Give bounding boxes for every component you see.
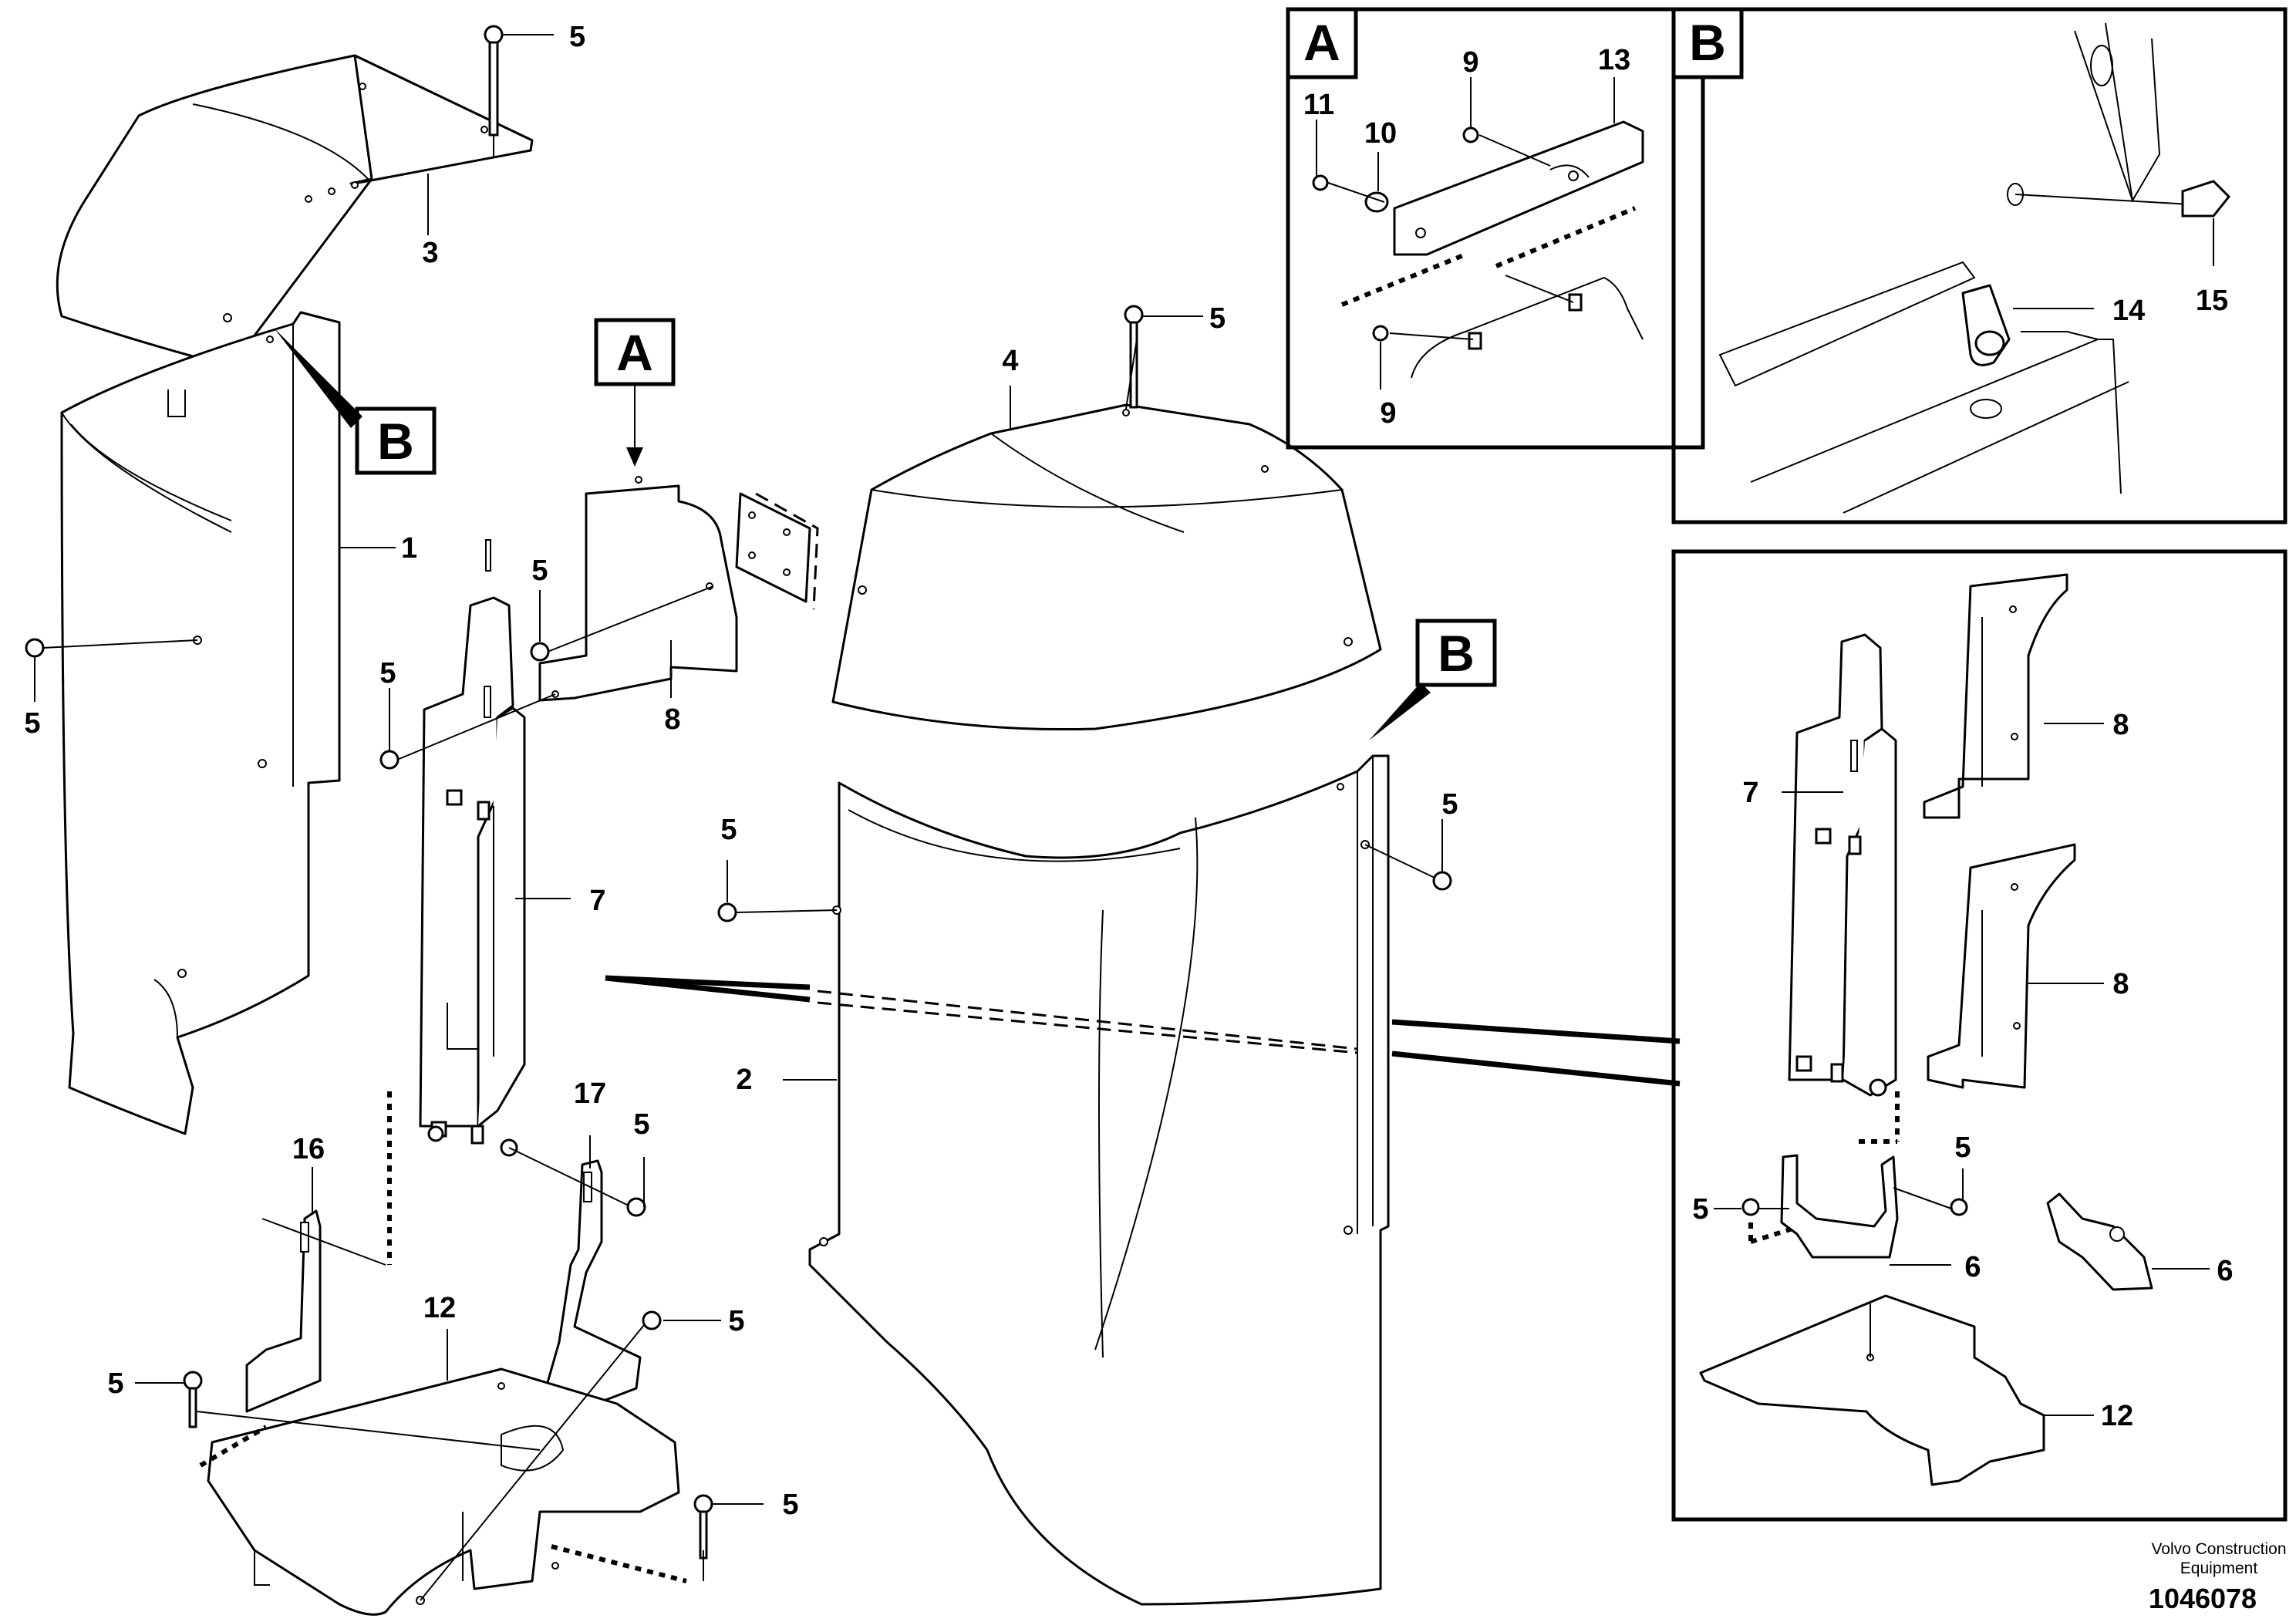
- bolt-icon: [642, 1310, 662, 1330]
- detail-b-pointer-left: B: [274, 328, 437, 475]
- callout-5: 5: [569, 21, 585, 53]
- callout-17: 17: [574, 1077, 606, 1110]
- callout-14: 14: [2112, 295, 2145, 327]
- callout-8: 8: [2112, 709, 2129, 741]
- callout-12: 12: [2101, 1400, 2133, 1432]
- hatched-connection-lines: [199, 1091, 687, 1583]
- callout-9: 9: [1462, 46, 1478, 79]
- bolt-icon: [530, 642, 550, 662]
- callout-11: 11: [1303, 89, 1334, 121]
- callout-6: 6: [2217, 1255, 2233, 1287]
- bolt-icon: [379, 750, 400, 770]
- bolt-icon: [693, 1494, 713, 1560]
- detail-a-panel: A: [1286, 7, 1705, 450]
- callout-5: 5: [24, 707, 40, 740]
- bolt-icon: [626, 1197, 646, 1217]
- callout-10: 10: [1364, 117, 1397, 150]
- part-7-vertical-bracket: [419, 539, 526, 1157]
- bolt-icon: [1124, 305, 1144, 409]
- svg-text:B: B: [1438, 625, 1475, 682]
- callout-8: 8: [2112, 968, 2129, 1000]
- part-8-bracket: [538, 476, 819, 702]
- svg-text:A: A: [1303, 14, 1340, 71]
- callout-6: 6: [1964, 1251, 1981, 1283]
- brand-line-2: Equipment: [2180, 1560, 2258, 1577]
- callout-3: 3: [422, 237, 438, 269]
- callout-5: 5: [107, 1367, 123, 1400]
- callout-12: 12: [423, 1292, 456, 1324]
- part-17-bracket: [542, 1159, 642, 1421]
- callout-5: 5: [1209, 302, 1226, 335]
- callout-1: 1: [401, 532, 417, 565]
- callout-7: 7: [589, 885, 605, 917]
- svg-text:A: A: [616, 324, 653, 381]
- document-number: 1046078: [2149, 1583, 2257, 1614]
- callout-5: 5: [728, 1305, 744, 1337]
- callout-5: 5: [782, 1489, 798, 1521]
- part-1-left-panel: [60, 311, 341, 1135]
- callout-7: 7: [1742, 777, 1758, 809]
- callout-5: 5: [531, 555, 548, 587]
- bolt-icon: [25, 638, 45, 658]
- callout-5: 5: [379, 657, 396, 690]
- bolt-icon: [1432, 871, 1452, 891]
- detail-a-pointer: A: [594, 318, 676, 467]
- detail-reference-lines: [605, 975, 1681, 1087]
- bolts-part-5: [25, 25, 1452, 1560]
- part-4-top-cover: [831, 403, 1382, 731]
- bolt-icon: [183, 1371, 203, 1428]
- part-3-top-cover: [56, 54, 534, 368]
- callout-8: 8: [664, 703, 680, 736]
- callout-13: 13: [1598, 44, 1630, 76]
- detail-b-pointer-right: B: [1369, 619, 1497, 740]
- alternative-parts-panel: [1671, 549, 2288, 1522]
- callout-numbers: 5 3 1 5 5 5 8 7 5 5 4 5 2 5 17 16 12 5 5…: [24, 21, 2233, 1521]
- callout-5: 5: [720, 814, 737, 846]
- callout-5: 5: [633, 1108, 649, 1141]
- part-2-main-shell: [808, 754, 1390, 1606]
- svg-text:B: B: [377, 413, 414, 470]
- bolt-icon: [717, 902, 737, 922]
- callout-15: 15: [2196, 285, 2228, 317]
- svg-text:B: B: [1689, 14, 1726, 71]
- detail-b-panel: B: [1671, 7, 2288, 524]
- footer: Volvo Construction Equipment 1046078: [2149, 1540, 2287, 1614]
- callout-2: 2: [736, 1064, 752, 1096]
- callout-16: 16: [292, 1133, 325, 1165]
- callout-5: 5: [1954, 1131, 1971, 1164]
- brand-line-1: Volvo Construction: [2151, 1540, 2286, 1558]
- leader-lines: [34, 34, 2214, 1505]
- callout-5: 5: [1441, 788, 1458, 821]
- bolt-axis-lines: [42, 135, 1435, 1601]
- part-16-bracket: [245, 1209, 322, 1413]
- part-12-base-plate: [207, 1367, 680, 1616]
- callout-4: 4: [1002, 345, 1018, 377]
- callout-5: 5: [1692, 1193, 1708, 1226]
- callout-9: 9: [1380, 397, 1396, 430]
